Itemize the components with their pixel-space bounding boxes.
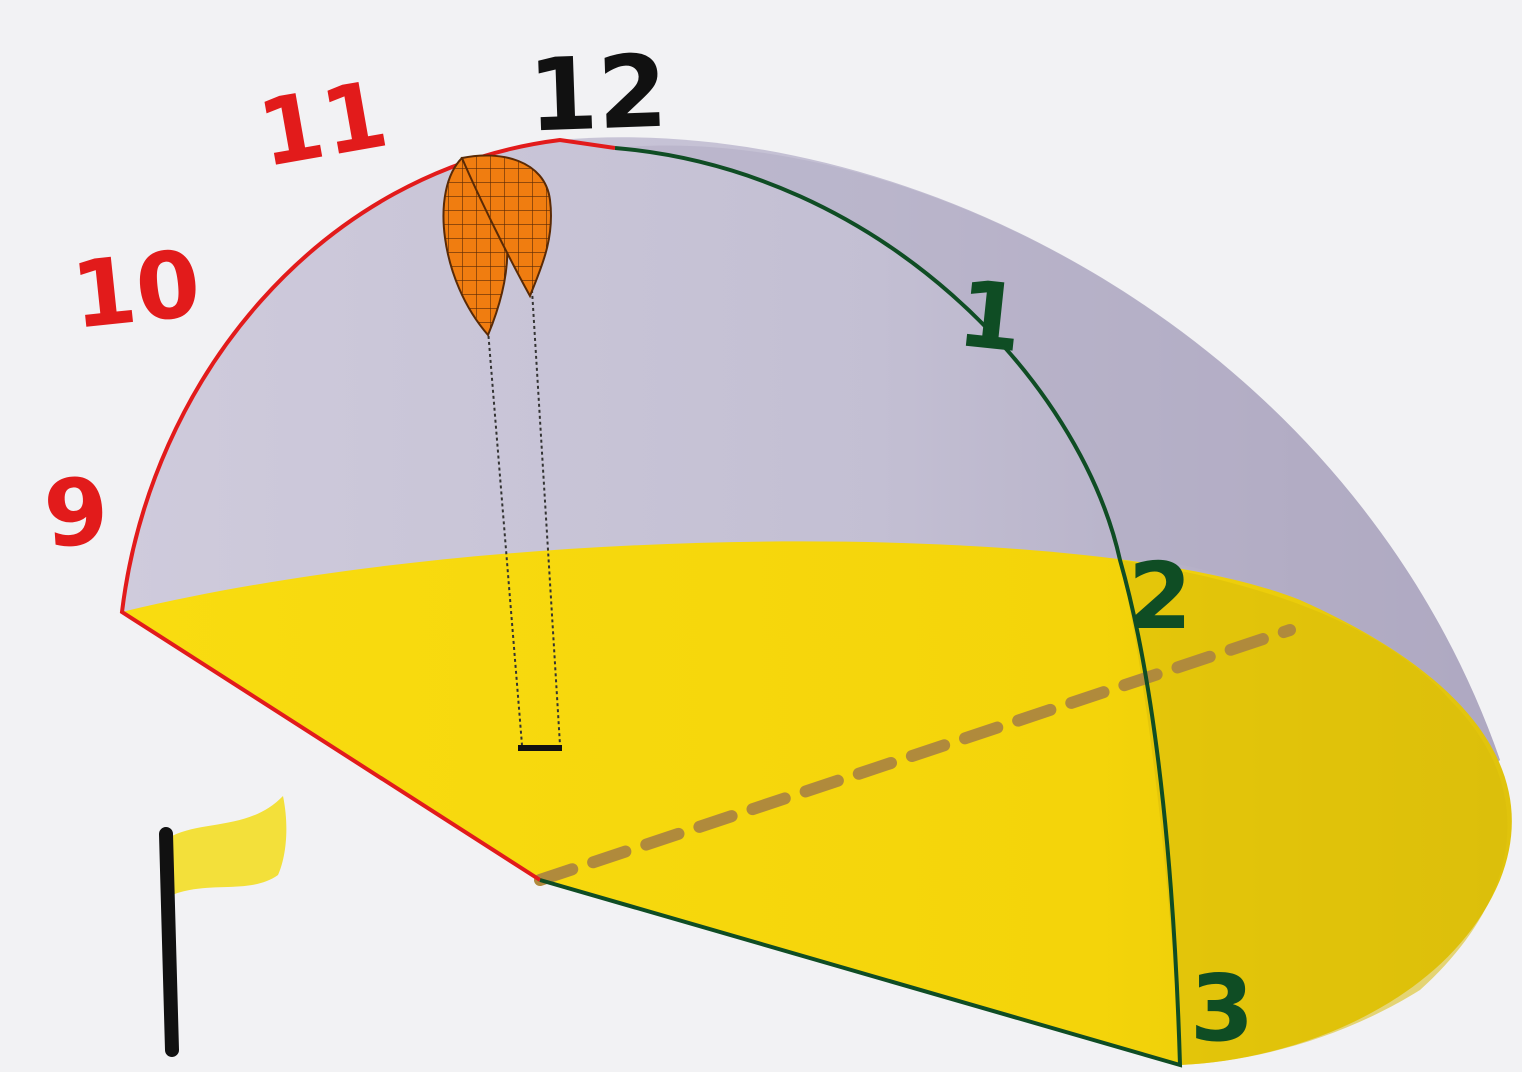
- hour-label-1: 1: [953, 260, 1028, 373]
- wind-axis-dashed-line: [534, 624, 1296, 886]
- flag-icon: [159, 796, 287, 1057]
- kite-icon: [442, 154, 552, 337]
- hour-label-2: 2: [1128, 543, 1192, 650]
- hour-label-12: 12: [526, 33, 669, 155]
- hour-label-3: 3: [1190, 955, 1254, 1062]
- hour-label-11: 11: [251, 61, 396, 189]
- kite-lines: [487, 289, 561, 746]
- ground-shadow: [1120, 560, 1508, 1065]
- hour-label-9: 9: [41, 457, 112, 568]
- window-edge-right: [539, 146, 1183, 1068]
- hour-label-10: 10: [67, 230, 206, 350]
